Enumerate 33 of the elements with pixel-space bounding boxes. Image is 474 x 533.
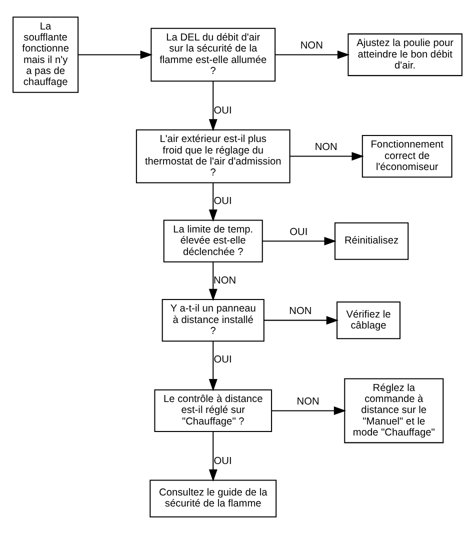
- node-box: Ajustez la poulie pour atteindre le bon débit d'air.: [347, 32, 462, 76]
- arrow: [262, 236, 336, 245]
- edge-label: NON: [288, 306, 312, 317]
- arrow: [78, 50, 152, 59]
- node-box: L'air extérieur est-il plus froid que le réglage du thermostat de l'air d'admission ?: [135, 128, 290, 183]
- node-box: Réinitialisez: [334, 222, 408, 260]
- node-box: Vérifiez le câblage: [336, 301, 400, 339]
- node-box: La soufflante fonctionne mais il n'y a pas de chauffage: [12, 16, 78, 92]
- edge-label: NON: [300, 40, 322, 52]
- edge-label: OUI: [213, 105, 232, 116]
- node-box: La DEL du débit d'air sur la sécurité de la flamme est-elle allumée ?: [150, 27, 276, 82]
- arrow: [274, 50, 350, 59]
- edge-label: OUI: [213, 196, 232, 207]
- arrow: [208, 262, 217, 301]
- edge-label: OUI: [213, 456, 232, 467]
- node-box: La limite de temp. élevée est-elle déclenchée ?: [162, 219, 262, 262]
- arrow: [264, 316, 338, 324]
- node-box: Réglez la commande à distance sur le "Manuel" et le mode "Chauffage": [344, 378, 444, 443]
- edge-label: OUI: [213, 354, 232, 365]
- arrow: [208, 431, 217, 482]
- node-box: Le contrôle à distance est-il réglé sur "Chauffage" ?: [154, 388, 272, 432]
- edge-label: NON: [296, 396, 319, 408]
- arrow: [208, 80, 217, 131]
- arrow: [290, 152, 364, 160]
- node-box: Consultez le guide de la sécurité de la flamme: [149, 479, 276, 517]
- edge-label: NON: [314, 142, 337, 153]
- arrow: [208, 182, 217, 222]
- arrow: [208, 340, 217, 391]
- edge-label: NON: [213, 274, 236, 286]
- node-box: Y a-t-il un panneau à distance installé ?: [161, 298, 264, 342]
- arrow: [271, 406, 346, 414]
- node-box: Fonctionnement correct de l'économiseur: [361, 134, 452, 178]
- edge-label: OUI: [289, 226, 308, 238]
